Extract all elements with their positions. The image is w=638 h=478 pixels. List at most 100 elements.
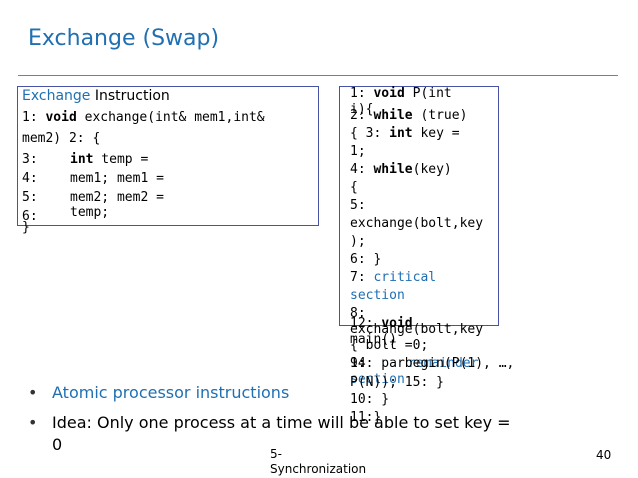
code-line: 14: parbegin(P(1), …,: [350, 356, 514, 371]
keyword: while: [373, 108, 413, 123]
code-line: 6:: [22, 209, 38, 224]
code-text: { bolt =0;: [350, 338, 429, 353]
code-text: 14: parbegin(P(1), …,: [350, 356, 515, 371]
code-line: 10: }: [350, 392, 389, 407]
code-line: 7: critical: [350, 270, 436, 285]
code-line: 2: while (true): [350, 108, 467, 123]
code-line: section: [350, 288, 405, 303]
line-number: 1:: [22, 110, 38, 125]
code-line: { bolt =0;: [350, 338, 428, 353]
code-comment: remainder: [408, 356, 479, 371]
code-line: 5:: [350, 198, 366, 213]
code-line: 12: void: [350, 316, 413, 331]
line-number: }: [22, 220, 30, 235]
code-line: }: [22, 220, 30, 235]
code-text: exchange(bolt,key: [350, 322, 484, 337]
code-line: i){: [350, 102, 373, 117]
code-text: 1;: [350, 144, 366, 159]
code-text: 5:: [350, 198, 366, 213]
code-line: exchange(bolt,key: [350, 216, 483, 231]
bullet-text-continued: 0: [52, 435, 63, 454]
box-heading-keyword: Exchange: [22, 88, 91, 104]
code-line-body: mem1; mem1 =: [70, 171, 164, 186]
bullet-text: Atomic processor instructions: [52, 383, 290, 402]
code-text: (key): [412, 162, 452, 177]
keyword: int: [70, 152, 94, 167]
bullet-text: Idea: Only one process at a time will be…: [52, 413, 511, 432]
footer-section-line1: 5-: [270, 447, 282, 461]
code-text: 2:: [350, 108, 374, 123]
code-line: 5:: [22, 190, 38, 205]
code-text: 6: }: [350, 252, 382, 267]
code-text: mem2) 2: {: [22, 131, 101, 146]
code-line: mem2) 2: {: [22, 131, 100, 146]
code-line-body: temp;: [70, 205, 109, 220]
code-line: section: [350, 372, 405, 387]
code-line: exchange(bolt,key: [350, 322, 483, 337]
code-line: 6: }: [350, 252, 381, 267]
code-line: 4: while(key): [350, 162, 452, 177]
code-text: exchange(int& mem1,int&: [76, 110, 265, 125]
code-line: 1: void P(int: [350, 86, 452, 101]
code-line-body: mem2; mem2 =: [70, 190, 164, 205]
box-heading: Exchange Instruction: [22, 88, 170, 104]
code-text: key =: [412, 126, 460, 141]
code-text: 12:: [350, 316, 382, 331]
line-number: 6:: [22, 209, 38, 224]
code-line: 9:: [350, 356, 366, 371]
code-text: 11:}: [350, 410, 382, 425]
code-text: 9:: [350, 356, 366, 371]
code-line: );: [350, 234, 366, 249]
code-line: 1;: [350, 144, 366, 159]
line-number: 3:: [22, 152, 38, 167]
keyword: void: [45, 110, 77, 125]
code-text: 1:: [350, 86, 374, 101]
page-number: 40: [596, 448, 612, 462]
code-line: 1: void exchange(int& mem1,int&: [22, 110, 265, 125]
code-text: P(N)); 15: }: [350, 375, 444, 390]
code-text: 10: }: [350, 392, 390, 407]
code-text: temp;: [70, 205, 110, 220]
code-text: i){: [350, 102, 374, 117]
code-line: {: [350, 180, 358, 195]
code-line: 3:: [22, 152, 38, 167]
line-number: 5:: [22, 190, 38, 205]
code-text: mem2; mem2 =: [70, 190, 164, 205]
code-line: 4:: [22, 171, 38, 186]
title-divider: [18, 75, 618, 76]
keyword: int: [389, 126, 413, 141]
bullet-icon: •: [28, 383, 38, 402]
footer-section-line2: Synchronization: [270, 462, 367, 476]
code-comment: critical: [373, 270, 437, 285]
code-text: 7:: [350, 270, 374, 285]
code-line-body: int temp =: [70, 152, 148, 167]
code-text: temp =: [93, 152, 149, 167]
code-text: P(int: [404, 86, 452, 101]
code-text: (true): [412, 108, 468, 123]
code-comment: section: [350, 288, 405, 303]
code-text: 8:: [350, 306, 366, 321]
box-heading-rest: Instruction: [90, 88, 170, 104]
line-number: 4:: [22, 171, 38, 186]
code-line: main(): [350, 332, 397, 347]
keyword: while: [373, 162, 413, 177]
exchange-instruction-box: [17, 86, 319, 226]
code-text: { 3:: [350, 126, 390, 141]
code-text: exchange(bolt,key: [350, 216, 484, 231]
code-text: {: [350, 180, 358, 195]
code-line: 11:}: [350, 410, 381, 425]
code-line: remainder: [408, 356, 478, 371]
keyword: void: [373, 86, 405, 101]
code-line: P(N)); 15: }: [350, 375, 444, 390]
code-text: main(): [350, 332, 397, 347]
code-comment: section: [350, 372, 405, 387]
code-text: mem1; mem1 =: [70, 171, 164, 186]
code-line: 8:: [350, 306, 366, 321]
code-line: { 3: int key =: [350, 126, 460, 141]
code-text: 4:: [350, 162, 374, 177]
slide-title: Exchange (Swap): [28, 26, 220, 51]
code-text: );: [350, 234, 366, 249]
process-code-box: [339, 86, 499, 326]
keyword: void: [381, 316, 413, 331]
bullet-icon: •: [28, 413, 38, 432]
